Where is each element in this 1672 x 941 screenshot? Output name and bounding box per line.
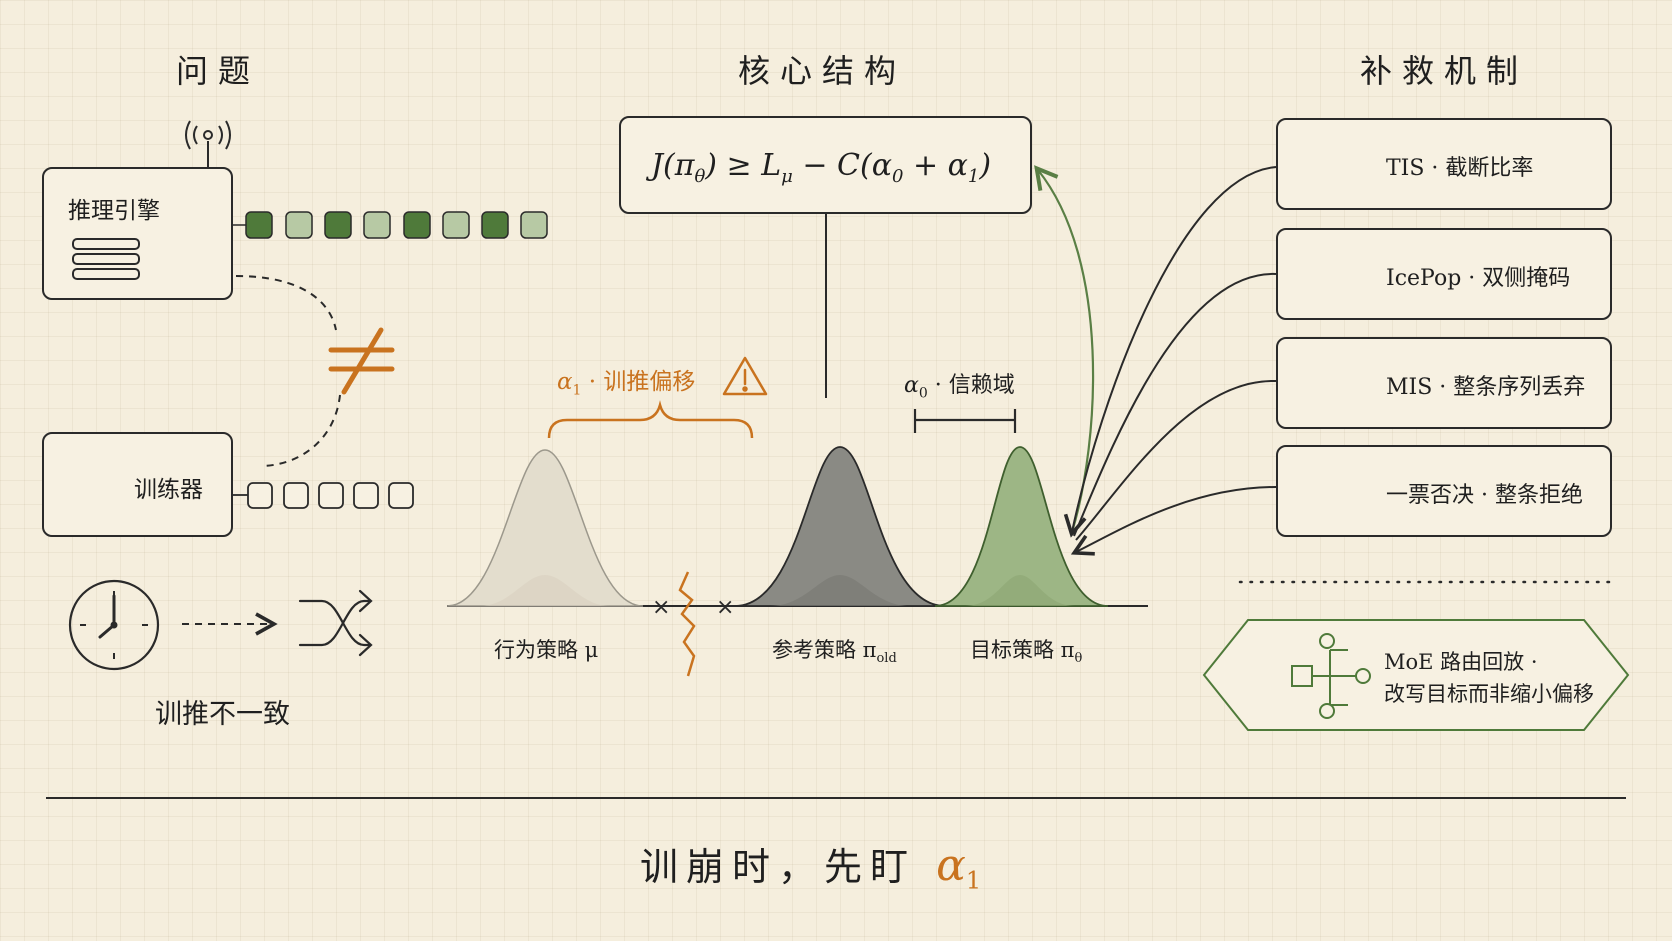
remedy-card-veto: 一票否决 · 整条拒绝 [1276, 445, 1612, 537]
remedy-label-mis: MIS · 整条序列丢弃 [1386, 375, 1586, 400]
warning-icon [722, 356, 768, 396]
trainer-card: 训练器 [42, 432, 233, 537]
server-slot [72, 253, 140, 265]
problem-title: 问题 [176, 52, 261, 90]
remedy-label-veto: 一票否决 · 整条拒绝 [1386, 483, 1583, 508]
trainer-label: 训练器 [134, 477, 203, 503]
remedy-card-tis: TIS · 截断比率 [1276, 118, 1612, 210]
shuffle-icon [298, 589, 373, 657]
server-slot [72, 268, 140, 280]
mismatch-connector [235, 275, 341, 467]
routing-tree-icon [1291, 633, 1371, 719]
clock-icon [68, 579, 160, 671]
svg-text:×: × [652, 595, 670, 620]
remedy-label-tis: TIS · 截断比率 [1386, 156, 1534, 181]
antenna-icon [185, 120, 231, 168]
alpha1-brace [547, 400, 754, 439]
moe-line1: MoE 路由回放 · [1384, 650, 1538, 674]
footer-message: 训崩时，先盯 α1 [640, 840, 982, 895]
trainer-token-row [233, 482, 414, 509]
target-policy-curve [934, 446, 1109, 607]
inference-token-row [233, 211, 548, 239]
not-equal-icon [328, 327, 395, 395]
target-policy-label: 目标策略 πθ [970, 638, 1083, 667]
server-slot [72, 238, 140, 250]
alpha1-label: α1 · 训推偏移 [557, 369, 696, 399]
moe-line2: 改写目标而非缩小偏移 [1384, 682, 1594, 706]
remedy-arrows [1063, 166, 1277, 556]
remedy-label-icepop: IcePop · 双侧掩码 [1386, 266, 1571, 291]
moe-hexagon [1202, 619, 1630, 731]
mismatch-label: 训推不一致 [155, 699, 290, 730]
reference-policy-curve [734, 446, 946, 607]
alpha0-label: α0 · 信赖域 [904, 373, 1015, 402]
behavior-policy-label: 行为策略 μ [494, 638, 599, 662]
alpha0-bracket [913, 409, 1017, 433]
broken-link-icon: × × [652, 571, 734, 677]
objective-formula: J(πθ) ≥ Lμ − C(α0 + α1) [651, 148, 992, 187]
remedy-title: 补救机制 [1360, 52, 1529, 90]
remedy-card-mis: MIS · 整条序列丢弃 [1276, 337, 1612, 429]
inference-engine-card: 推理引擎 [42, 167, 233, 300]
remedy-card-icepop: IcePop · 双侧掩码 [1276, 228, 1612, 320]
behavior-policy-curve [446, 449, 644, 607]
svg-text:×: × [716, 595, 734, 620]
core-structure-title: 核心结构 [738, 52, 907, 90]
objective-formula-box: J(πθ) ≥ Lμ − C(α0 + α1) [619, 116, 1032, 214]
reference-policy-label: 参考策略 πold [772, 638, 897, 667]
inference-engine-label: 推理引擎 [68, 198, 160, 224]
